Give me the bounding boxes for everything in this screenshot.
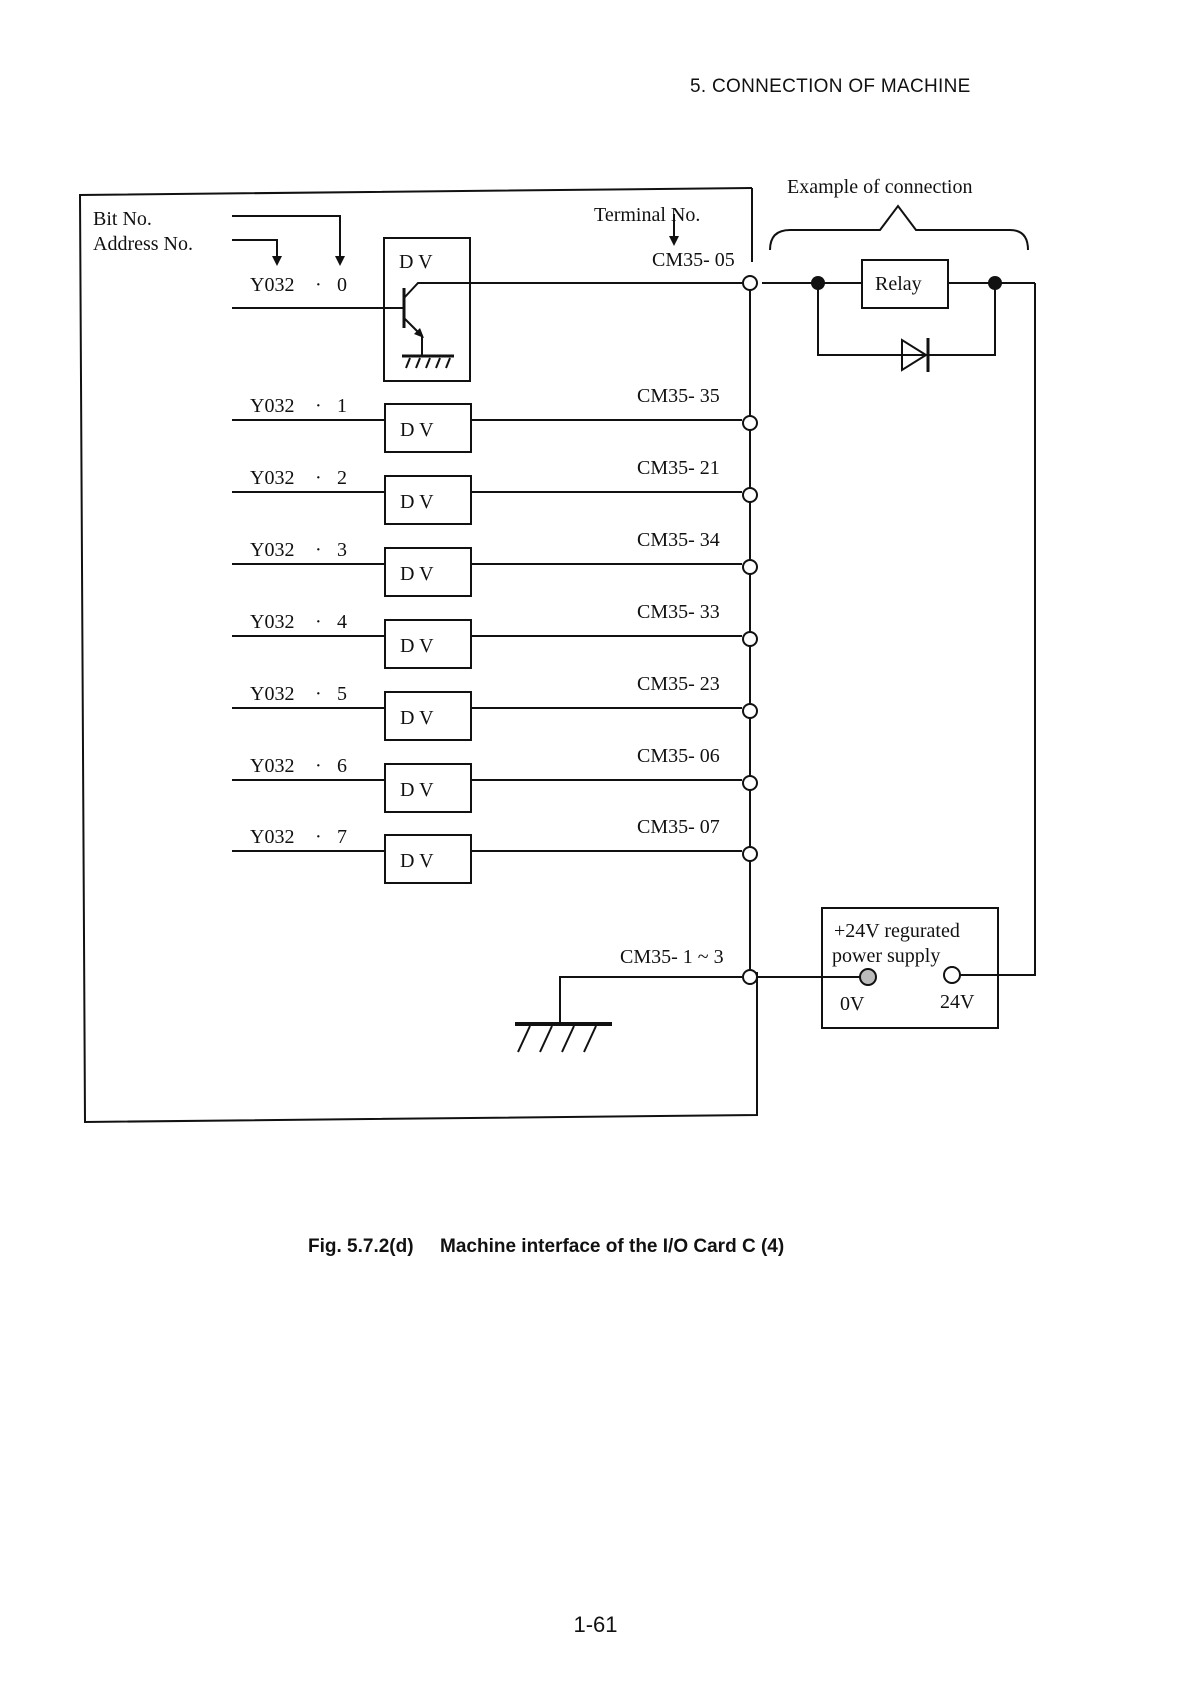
junction-dot-right (988, 276, 1002, 290)
bit-label: 3 (337, 539, 347, 561)
bit-no-label: Bit No. (93, 208, 152, 230)
bit-separator: · (315, 274, 322, 296)
terminal-no-arrowhead (669, 236, 679, 246)
terminal-circle (742, 487, 758, 503)
driver-block-transistor (383, 237, 471, 382)
driver-label: D V (400, 491, 434, 513)
address-label: Y032 (250, 755, 294, 777)
diode-triangle (901, 338, 928, 372)
address-label: Y032 (250, 395, 294, 417)
driver-label: D V (400, 419, 434, 441)
page-number: 1-61 (573, 1612, 618, 1637)
figure-title: Machine interface of the I/O Card C (4) (440, 1236, 785, 1257)
driver-label: D V (400, 563, 434, 585)
bit-no-pointer (232, 215, 341, 258)
bit-label: 5 (337, 683, 347, 705)
section-header: 5. CONNECTION OF MACHINE (690, 76, 971, 97)
driver-block (384, 475, 472, 525)
address-no-pointer (232, 239, 278, 258)
address-label: Y032 (250, 826, 294, 848)
address-label: Y032 (250, 274, 294, 296)
ground-wire (559, 976, 742, 1024)
v24-terminal (943, 966, 961, 984)
terminal-circle (742, 415, 758, 431)
terminal-circle (742, 703, 758, 719)
driver-label: D V (400, 707, 434, 729)
ground-terminal-label: CM35- 1 ~ 3 (620, 946, 724, 968)
bit-label: 7 (337, 826, 347, 848)
emitter-arrowhead (414, 328, 424, 338)
terminal-circle (742, 559, 758, 575)
bit-no-arrowhead (335, 256, 345, 266)
bit-separator: · (315, 611, 322, 633)
power-supply-line2: power supply (832, 945, 940, 967)
bit-label: 1 (337, 395, 347, 417)
driver-block (384, 691, 472, 741)
bit-separator: · (315, 755, 322, 777)
junction-dot-left (811, 276, 825, 290)
driver-block (384, 547, 472, 597)
bit-separator: · (315, 395, 322, 417)
driver-label: D V (400, 850, 434, 872)
transistor-ground-hatch (405, 357, 451, 369)
ov-label: 0V (840, 993, 865, 1015)
v24-label: 24V (940, 991, 975, 1013)
terminal-label: CM35- 35 (637, 385, 720, 407)
figure-number: Fig. 5.7.2(d) (308, 1236, 414, 1257)
example-brace (769, 204, 1029, 251)
bit-label: 0 (337, 274, 347, 296)
relay-label: Relay (875, 273, 922, 295)
ov-terminal (859, 968, 877, 986)
driver-block (384, 619, 472, 669)
address-no-label: Address No. (93, 233, 193, 255)
terminal-label: CM35- 21 (637, 457, 720, 479)
terminal-label: CM35- 07 (637, 816, 720, 838)
diode-loop (817, 283, 996, 356)
bit-separator: · (315, 467, 322, 489)
driver-block (384, 403, 472, 453)
bit-separator: · (315, 683, 322, 705)
terminal-label: CM35- 05 (652, 249, 735, 271)
bit-separator: · (315, 826, 322, 848)
driver-label: D V (400, 635, 434, 657)
terminal-no-label: Terminal No. (594, 204, 700, 226)
example-label: Example of connection (787, 176, 973, 198)
driver-block (384, 834, 472, 884)
supply-24v-wire (950, 283, 1036, 976)
address-label: Y032 (250, 683, 294, 705)
bit-label: 6 (337, 755, 347, 777)
terminal-label: CM35- 34 (637, 529, 720, 551)
terminal-circle (742, 275, 758, 291)
driver-block (384, 763, 472, 813)
driver-label-transistor: D V (399, 251, 433, 273)
terminal-circle (742, 631, 758, 647)
terminal-circle-ground (742, 969, 758, 985)
address-no-arrowhead (272, 256, 282, 266)
power-supply-box (821, 907, 999, 1029)
address-label: Y032 (250, 467, 294, 489)
bit-separator: · (315, 539, 322, 561)
bit-label: 2 (337, 467, 347, 489)
driver-label: D V (400, 779, 434, 801)
terminal-label: CM35- 33 (637, 601, 720, 623)
terminal-circle (742, 846, 758, 862)
card-outline (78, 187, 758, 1124)
transistor-collector (403, 282, 742, 299)
bit-label: 4 (337, 611, 347, 633)
ground-hatch (517, 1025, 597, 1053)
address-label: Y032 (250, 539, 294, 561)
power-supply-line1: +24V regurated (834, 920, 960, 942)
terminal-label: CM35- 06 (637, 745, 720, 767)
terminal-label: CM35- 23 (637, 673, 720, 695)
terminal-circle (742, 775, 758, 791)
address-label: Y032 (250, 611, 294, 633)
